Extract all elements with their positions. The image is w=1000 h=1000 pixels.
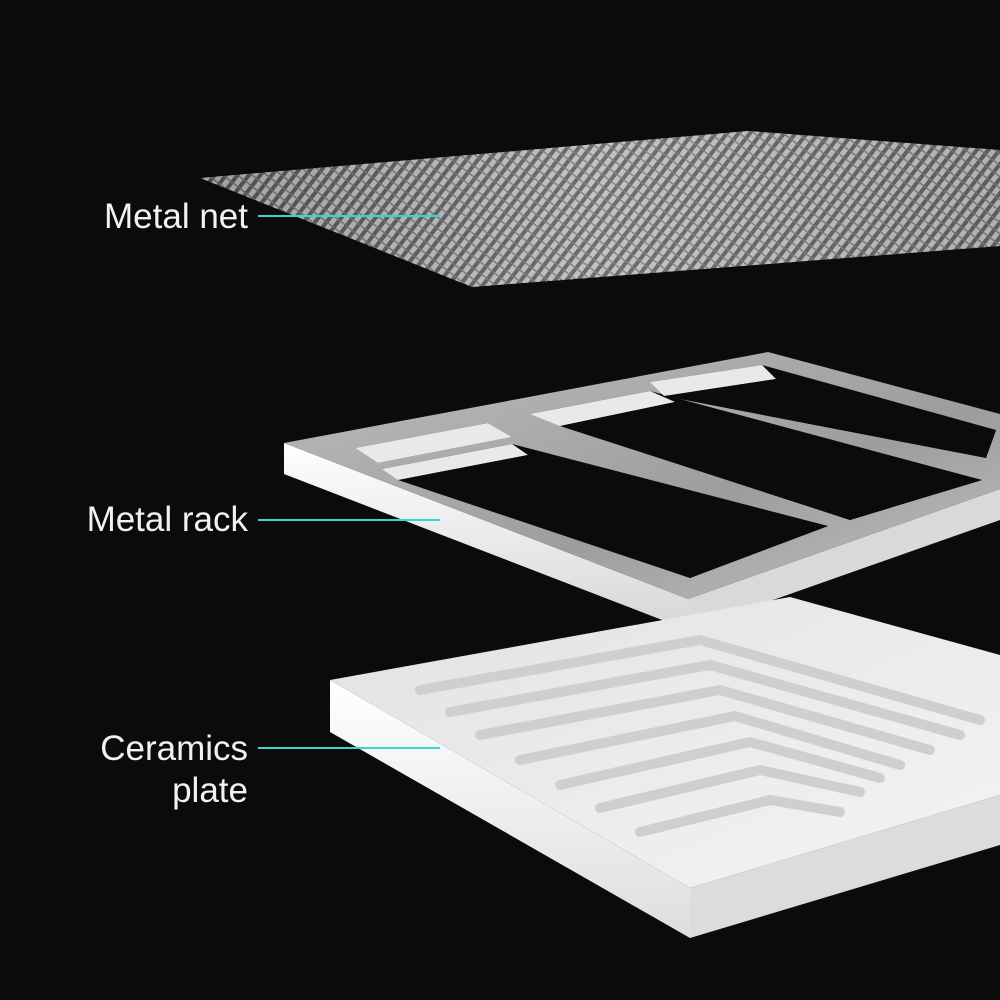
rack-front-left-side <box>284 443 688 630</box>
rack-inner-wall-2 <box>530 391 675 426</box>
metal-net-label-line-1: Metal net <box>104 197 248 236</box>
rack-inner-wall-4 <box>382 444 528 480</box>
rack-opening-center <box>560 402 982 520</box>
rack-inner-wall-1 <box>355 423 512 463</box>
ceramics-plate-shape <box>330 597 1000 938</box>
metal-rack-label: Metal rack <box>87 499 248 541</box>
rack-opening-left <box>398 455 828 578</box>
ceramics-plate-label: Ceramics plate <box>100 728 248 812</box>
metal-net-sheen <box>200 131 1000 287</box>
plate-right-side <box>690 795 1000 938</box>
metal-rack-label-line-1: Metal rack <box>86 500 248 539</box>
plate-channels <box>415 634 985 837</box>
rack-front-right-side <box>688 489 1000 630</box>
metal-rack-shape <box>284 352 1000 630</box>
rack-opening-right <box>664 379 996 458</box>
ceramics-plate-label-line-2: plate <box>172 771 248 810</box>
metal-net-label: Metal net <box>104 196 248 238</box>
rack-frame-top <box>284 352 1000 599</box>
plate-front-side <box>330 680 690 938</box>
rack-inner-wall-3 <box>650 365 776 396</box>
metal-net-shape <box>200 131 1000 287</box>
ceramics-plate-label-line-1: Ceramics <box>100 729 248 768</box>
